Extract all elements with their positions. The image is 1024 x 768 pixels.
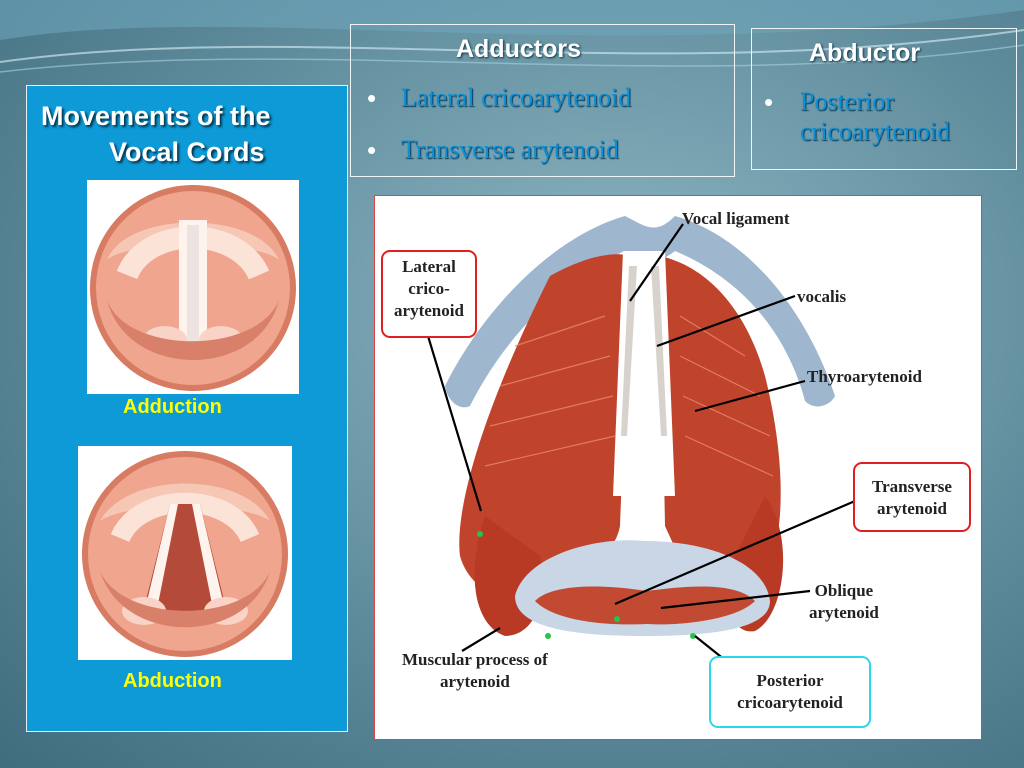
abduction-caption: Abduction bbox=[123, 670, 222, 692]
header-swoosh-decoration bbox=[0, 0, 1024, 73]
panel-title: Movements of the Vocal Cords bbox=[37, 98, 342, 170]
label-transverse-arytenoid: Transverse arytenoid bbox=[853, 462, 971, 532]
label-vocalis: vocalis bbox=[797, 287, 847, 306]
label-thyroarytenoid: Thyroarytenoid bbox=[807, 367, 922, 386]
label-muscular-process: Muscular process of arytenoid bbox=[402, 650, 548, 691]
adduction-caption: Adduction bbox=[123, 396, 222, 418]
bullet-icon: • bbox=[764, 87, 774, 117]
label-lateral-cricoarytenoid: Lateral crico- arytenoid bbox=[381, 250, 477, 338]
label-posterior-cricoarytenoid: Posterior cricoarytenoid bbox=[709, 656, 871, 728]
panel-title-line2: Vocal Cords bbox=[109, 137, 265, 167]
vocal-cord-movements-panel: Movements of the Vocal Cords Adduction bbox=[26, 85, 348, 732]
label-vocal-ligament: Vocal ligament bbox=[682, 209, 790, 228]
adduction-image bbox=[87, 180, 299, 394]
larynx-illustration bbox=[426, 216, 856, 665]
laryngeal-muscles-diagram: Vocal ligament vocalis Thyroarytenoid La… bbox=[374, 195, 982, 740]
bullet-icon: • bbox=[367, 135, 377, 165]
abduction-image bbox=[78, 446, 292, 660]
label-oblique-arytenoid: Oblique arytenoid bbox=[809, 581, 879, 622]
list-item: •Transverse arytenoid bbox=[367, 135, 619, 165]
bullet-icon: • bbox=[367, 83, 377, 113]
adductors-title: Adductors bbox=[456, 35, 581, 63]
adductors-list: •Lateral cricoarytenoid •Transverse aryt… bbox=[363, 83, 631, 187]
list-item: •Lateral cricoarytenoid bbox=[367, 83, 632, 113]
panel-title-line1: Movements of the bbox=[41, 101, 271, 131]
abductor-title: Abductor bbox=[809, 39, 921, 67]
adductors-box: Adductors •Lateral cricoarytenoid •Trans… bbox=[350, 24, 735, 177]
